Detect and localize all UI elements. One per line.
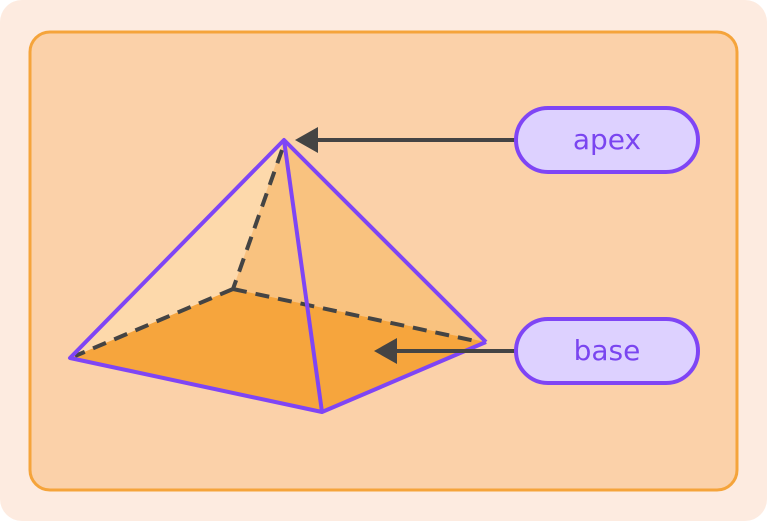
apex-arrow	[295, 127, 516, 153]
hidden-edge	[74, 287, 234, 358]
base-label: base	[514, 317, 700, 385]
hidden-edge	[232, 287, 481, 344]
visible-edge	[68, 138, 488, 414]
apex-label: apex	[514, 106, 700, 174]
visible-edge	[282, 139, 324, 413]
hidden-edges	[74, 149, 481, 358]
base-arrow	[374, 338, 516, 364]
apex-label-text: apex	[573, 123, 641, 156]
pyramid-base	[70, 289, 486, 412]
back-right-face	[233, 140, 486, 342]
visible-edges	[68, 138, 488, 414]
base-label-text: base	[574, 334, 641, 367]
hidden-edge	[231, 149, 284, 290]
